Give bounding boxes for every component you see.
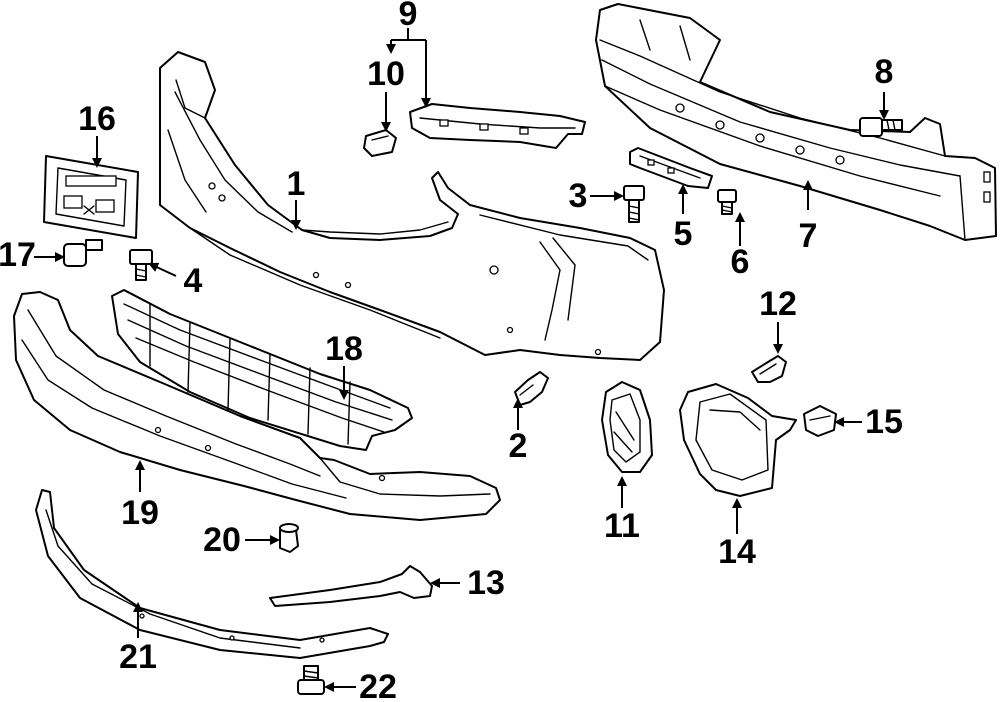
callout-14: 14	[718, 533, 756, 571]
license-plate-bracket-part-16	[43, 155, 139, 239]
callout-9: 9	[399, 0, 418, 33]
callout-20: 20	[203, 521, 241, 559]
bolt-part-22	[297, 665, 325, 695]
callout-16: 16	[78, 100, 116, 138]
lower-grille-part-18	[111, 289, 413, 451]
callout-13: 13	[467, 564, 505, 602]
callout-6: 6	[731, 243, 750, 281]
bolt-part-6	[717, 189, 737, 215]
callout-11: 11	[604, 507, 640, 545]
callout-8: 8	[875, 53, 894, 91]
callout-3: 3	[569, 177, 588, 215]
lower-trim-strip-part-21	[35, 489, 389, 659]
callout-7: 7	[799, 217, 818, 255]
callout-22: 22	[359, 668, 397, 702]
bumper-cover-part	[159, 51, 665, 361]
fog-lamp-bezel-part-11	[601, 381, 653, 473]
nut-part-20	[279, 523, 299, 553]
callout-17: 17	[0, 236, 36, 274]
moulding-strip-part-13	[269, 565, 433, 607]
leader-lines	[34, 28, 889, 692]
bolt-part-3	[623, 185, 645, 223]
callout-18: 18	[325, 330, 363, 368]
bolt-part-8	[859, 117, 903, 137]
bracket-part-5	[629, 147, 713, 189]
push-clip-part-2	[514, 371, 549, 406]
callout-1: 1	[287, 165, 306, 203]
callout-2: 2	[509, 427, 528, 465]
callout-21: 21	[119, 638, 157, 676]
fog-lamp-housing-part-14	[679, 383, 797, 497]
callout-12: 12	[759, 285, 797, 323]
clip-part-15	[803, 405, 837, 437]
reinforcement-bar-part-7	[595, 3, 997, 241]
callout-4: 4	[184, 262, 203, 300]
callout-5: 5	[674, 215, 693, 253]
callout-15: 15	[865, 403, 903, 441]
clip-part-10	[363, 129, 397, 157]
bolt-part-4	[129, 249, 153, 281]
callout-19: 19	[121, 494, 159, 532]
bracket-part-9	[409, 103, 586, 149]
callout-10: 10	[367, 55, 405, 93]
push-pin-part-12	[751, 355, 787, 383]
callout-labels: 1 2 3 4 5 6 7 8 9 10 11 12 13 14 15 16 1…	[0, 0, 903, 702]
bolt-part-17	[63, 239, 103, 267]
lower-bumper-cover-part-19	[13, 291, 501, 521]
